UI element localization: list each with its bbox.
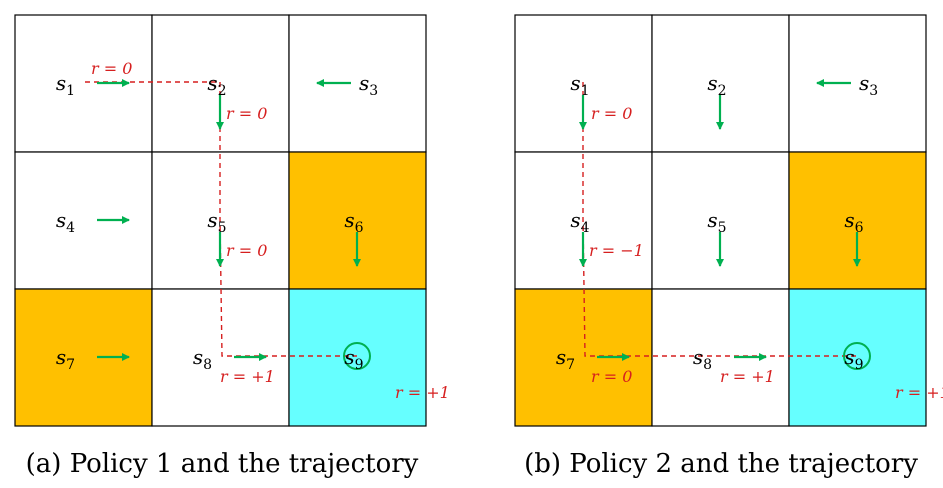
state-label-s4: s4 <box>56 208 75 236</box>
state-label-s1: s1 <box>56 71 75 99</box>
reward-label: r = 0 <box>591 367 632 386</box>
state-labels: s1 s2 s3 s4 s5 s6 s7 s8 s9 <box>556 71 878 373</box>
state-label-s7: s7 <box>556 345 575 373</box>
grid-cell-s3 <box>788 14 927 153</box>
reward-label: r = 0 <box>226 104 267 123</box>
state-label-s3: s3 <box>859 71 878 99</box>
reward-label: r = 0 <box>91 59 132 78</box>
reward-label: r = +1 <box>395 383 450 402</box>
stay-circle-s9 <box>343 342 371 370</box>
caption-panel-a: (a) Policy 1 and the trajectory <box>26 449 419 479</box>
reward-label: r = 0 <box>226 241 267 260</box>
state-label-s9: s9 <box>844 345 863 373</box>
state-label-s7: s7 <box>56 345 75 373</box>
state-label-s3: s3 <box>359 71 378 99</box>
trajectory-line <box>85 81 357 357</box>
state-label-s6: s6 <box>844 208 863 236</box>
grid-cell-s9 <box>288 288 427 427</box>
grid-cells <box>14 14 427 427</box>
stay-circle-s9 <box>843 342 871 370</box>
grid-cell-s1 <box>14 14 153 153</box>
grid-cell-s7 <box>514 288 653 427</box>
reward-label: r = +1 <box>220 367 275 386</box>
grid-cell-s4 <box>14 151 153 290</box>
reward-labels: r = 0 r = −1 r = 0 r = +1 r = +1 <box>589 104 943 402</box>
grid-cell-s7 <box>14 288 153 427</box>
state-label-s4: s4 <box>570 208 589 236</box>
caption-panel-b: (b) Policy 2 and the trajectory <box>524 449 918 479</box>
state-label-s1: s1 <box>570 71 589 99</box>
state-label-s5: s5 <box>707 208 726 236</box>
policy-arrows <box>97 79 371 370</box>
trajectory-path <box>85 81 357 357</box>
panel-policy-1: s1 s2 s3 s4 s5 s6 s7 s8 s9 r = 0 r = 0 r = 0 r = +1… <box>14 14 450 479</box>
panel-policy-2: s1 s2 s3 s4 s5 s6 s7 s8 s9 r = 0 r = −1 r = 0 r = +… <box>514 14 943 479</box>
reward-labels: r = 0 r = 0 r = 0 r = +1 r = +1 <box>91 59 450 402</box>
grid-cells <box>514 14 927 427</box>
policy-arrows <box>579 79 871 370</box>
grid-cell-s8 <box>651 288 790 427</box>
reward-label: r = +1 <box>720 367 775 386</box>
state-label-s2: s2 <box>707 71 726 99</box>
reward-label: r = +1 <box>895 383 943 402</box>
grid-cell-s9 <box>788 288 927 427</box>
state-label-s8: s8 <box>193 345 212 373</box>
trajectory-path <box>582 82 857 357</box>
reward-label: r = −1 <box>589 241 644 260</box>
state-label-s6: s6 <box>344 208 363 236</box>
state-label-s5: s5 <box>207 208 226 236</box>
state-label-s2: s2 <box>207 71 226 99</box>
state-label-s8: s8 <box>693 345 712 373</box>
reward-label: r = 0 <box>591 104 632 123</box>
grid-cell-s8 <box>151 288 290 427</box>
state-labels: s1 s2 s3 s4 s5 s6 s7 s8 s9 <box>56 71 378 373</box>
state-label-s9: s9 <box>344 345 363 373</box>
grid-cell-s3 <box>288 14 427 153</box>
trajectory-line <box>582 82 857 357</box>
